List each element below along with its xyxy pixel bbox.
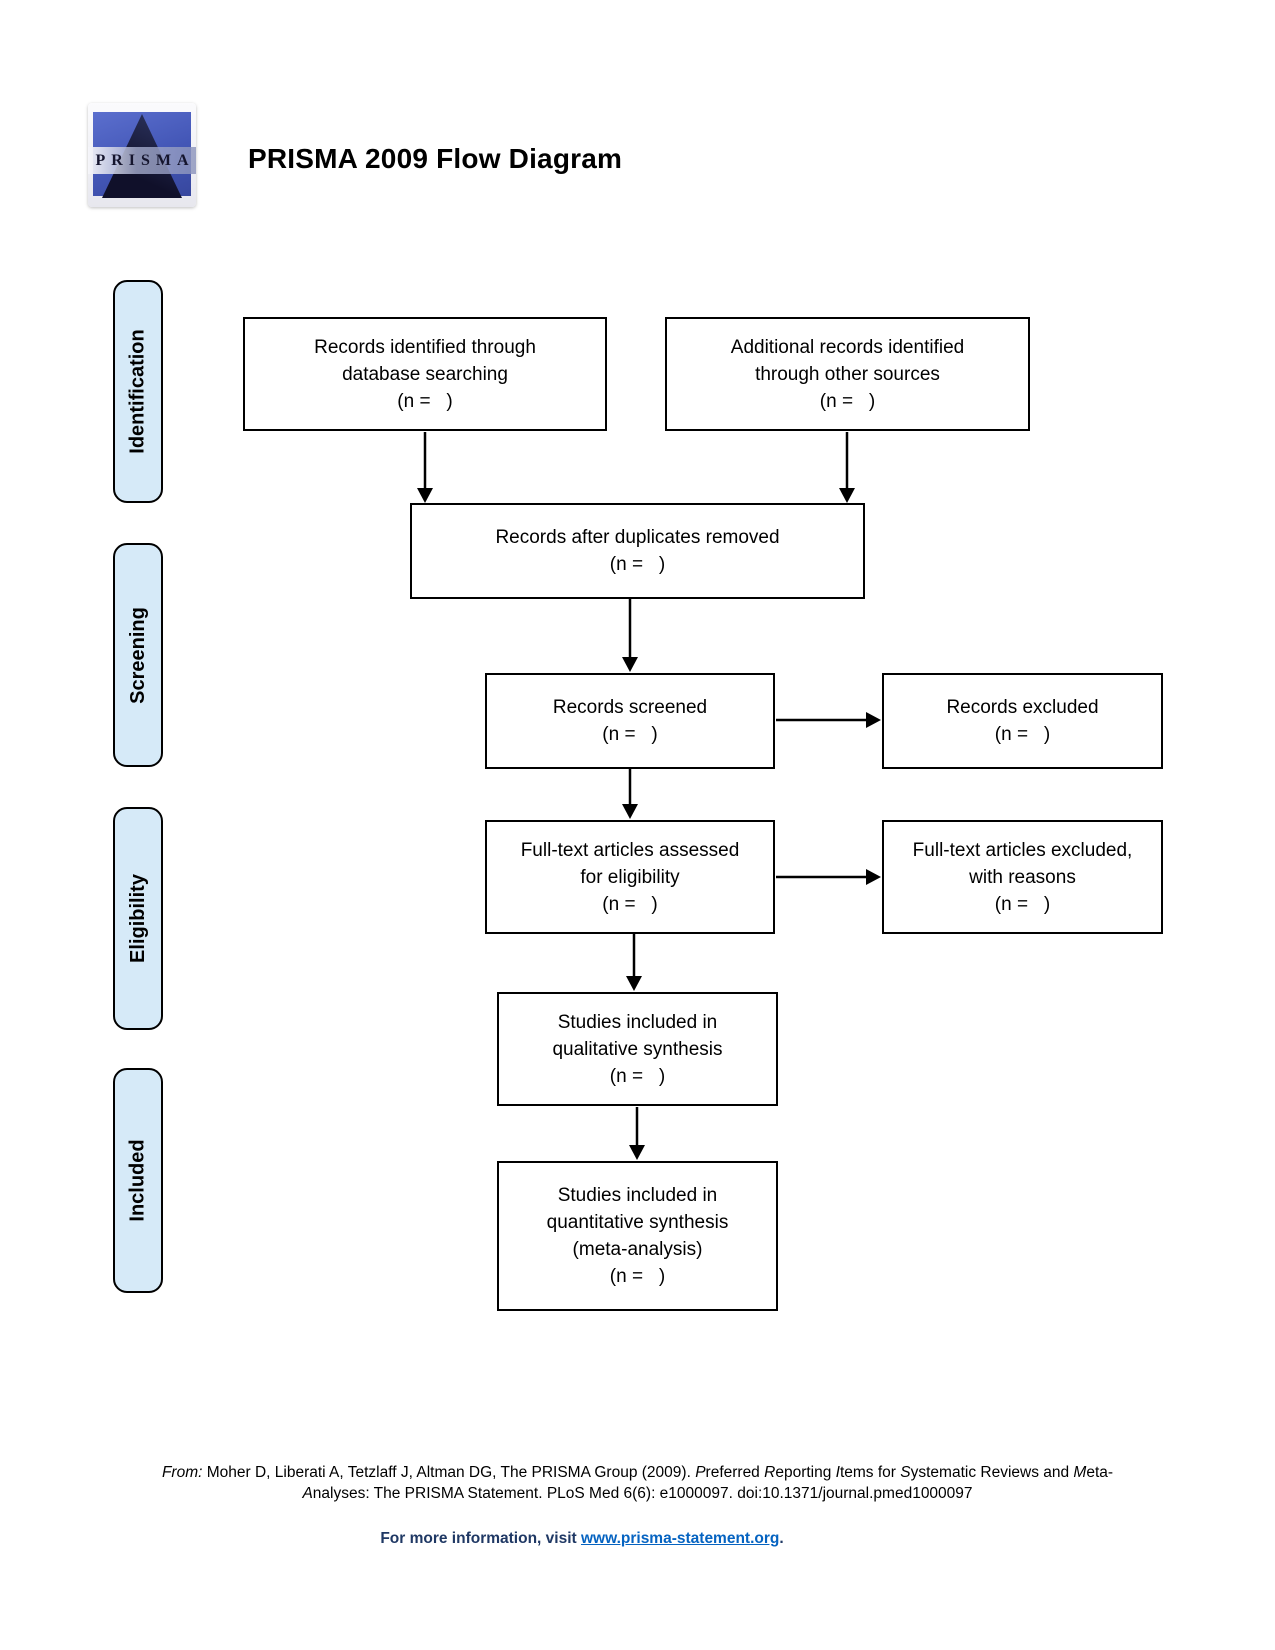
arrow-fulltext-to-qualitative <box>626 934 642 991</box>
box-records-excluded: Records excluded (n = ) <box>882 673 1163 769</box>
arrow-qualitative-to-quantitative <box>629 1107 645 1160</box>
more-info-text: For more information, visit <box>380 1530 581 1547</box>
more-info-period: . <box>779 1530 784 1547</box>
page-title: PRISMA 2009 Flow Diagram <box>248 143 623 174</box>
prisma-logo: PRISMA <box>88 103 196 207</box>
arrow-additional-to-duplicates <box>839 432 855 503</box>
prisma-logo-text: PRISMA <box>95 151 195 169</box>
prisma-statement-link[interactable]: www.prisma-statement.org <box>580 1530 780 1547</box>
stage-label-screening: Screening <box>113 543 163 767</box>
box-additional-records: Additional records identified through ot… <box>665 317 1030 431</box>
citation-from-label: From: <box>161 1464 203 1481</box>
more-info-line: For more information, visit www.prisma-s… <box>0 1530 1164 1548</box>
box-records-identified: Records identified through database sear… <box>243 317 607 431</box>
arrow-screened-to-excluded <box>776 712 881 728</box>
citation: From: Moher D, Liberati A, Tetzlaff J, A… <box>161 1464 1114 1502</box>
arrow-screened-to-fulltext <box>622 769 638 819</box>
stage-label-included: Included <box>113 1068 163 1293</box>
arrow-fulltext-to-fulltext-excluded <box>776 869 881 885</box>
stage-label-identification: Identification <box>113 280 163 503</box>
box-duplicates-removed: Records after duplicates removed (n = ) <box>410 503 865 599</box>
box-quantitative-synthesis: Studies included in quantitative synthes… <box>497 1161 778 1311</box>
stage-label-text: Identification <box>126 329 149 454</box>
box-records-screened: Records screened (n = ) <box>485 673 775 769</box>
arrow-identified-to-duplicates <box>417 432 433 503</box>
box-fulltext-assessed: Full-text articles assessed for eligibil… <box>485 820 775 934</box>
box-fulltext-excluded: Full-text articles excluded, with reason… <box>882 820 1163 934</box>
box-qualitative-synthesis: Studies included in qualitative synthesi… <box>497 992 778 1106</box>
stage-label-text: Eligibility <box>126 874 149 963</box>
arrow-duplicates-to-screened <box>622 599 638 672</box>
stage-label-eligibility: Eligibility <box>113 807 163 1030</box>
prisma-logo-band: PRISMA <box>88 147 196 174</box>
stage-label-text: Screening <box>126 606 149 704</box>
stage-label-text: Included <box>126 1139 149 1222</box>
